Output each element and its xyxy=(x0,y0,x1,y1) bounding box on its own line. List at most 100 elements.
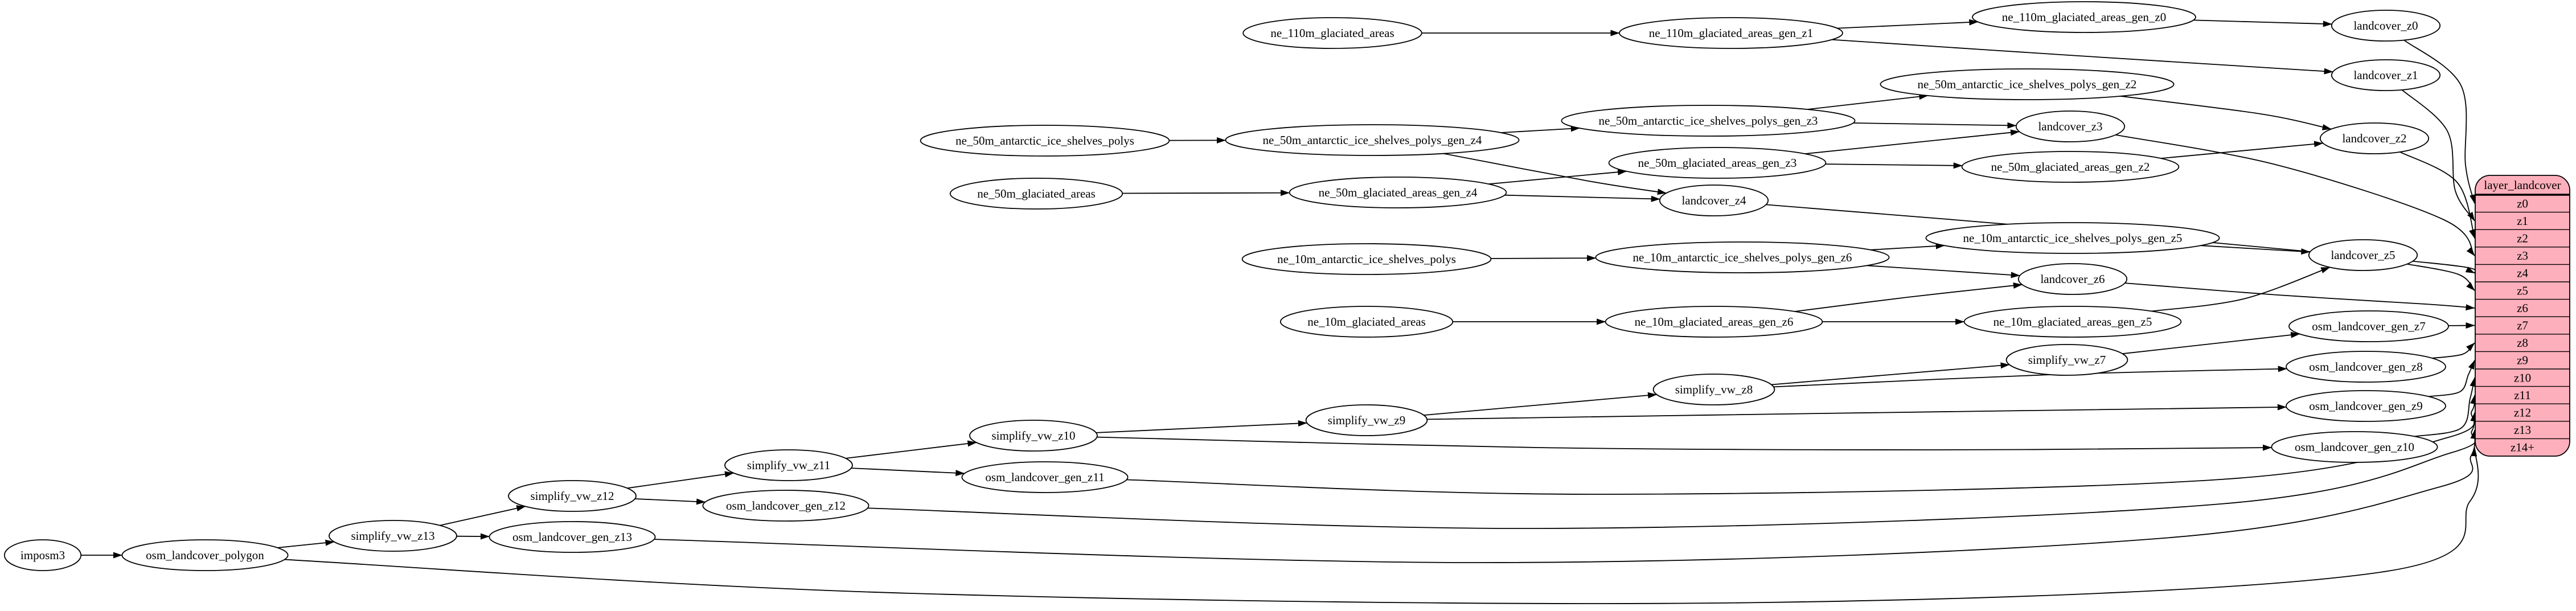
node-ellipse xyxy=(1963,306,2182,338)
edge-sv11-to-og11 xyxy=(851,468,965,477)
node-ellipse xyxy=(1561,105,1856,137)
node-osm_landcover_gen_z10: osm_landcover_gen_z10 xyxy=(2271,431,2438,463)
edge-g50g3-to-g50g2 xyxy=(1825,162,1963,169)
node-simplify_vw_z9: simplify_vw_z9 xyxy=(1305,404,1428,436)
edge-sv8-to-sv7 xyxy=(1771,362,2010,386)
edge-sv9-to-sv8 xyxy=(1424,392,1657,416)
node-ellipse xyxy=(2015,110,2126,142)
edge-s50g3-to-s50g2 xyxy=(1807,93,1929,110)
node-label: simplify_vw_z13 xyxy=(351,529,435,543)
edge-lz2-to-row-z2 xyxy=(2399,151,2475,239)
node-label: landcover_z5 xyxy=(2331,248,2395,262)
edge-sv10-to-og10 xyxy=(1097,436,2272,451)
node-label: simplify_vw_z9 xyxy=(1328,413,1406,427)
edge-s10g6-to-s10g5 xyxy=(1870,243,1945,251)
edge-s10-to-s10g6 xyxy=(1491,255,1597,261)
edge-g50g4-to-g50g3 xyxy=(1488,169,1627,185)
node-osm_landcover_gen_z12: osm_landcover_gen_z12 xyxy=(702,490,869,522)
node-landcover_z0: landcover_z0 xyxy=(2331,10,2441,42)
edge-og10-to-row-z10 xyxy=(2414,377,2476,437)
node-ellipse xyxy=(2286,390,2446,422)
edge-sv7-to-og7 xyxy=(2122,331,2300,355)
layer-row-z12: z12 xyxy=(2514,406,2531,420)
node-simplify_vw_z8: simplify_vw_z8 xyxy=(1652,374,1775,405)
node-ellipse xyxy=(1652,374,1775,405)
node-ne_10m_antarctic_ice_shelves_polys_gen_z5: ne_10m_antarctic_ice_shelves_polys_gen_z… xyxy=(1925,222,2220,254)
layer-row-z13: z13 xyxy=(2514,423,2531,437)
node-label: ne_10m_glaciated_areas xyxy=(1307,315,1426,329)
node-landcover_z2: landcover_z2 xyxy=(2319,122,2430,154)
layer-row-z2: z2 xyxy=(2517,232,2528,245)
node-ellipse xyxy=(1279,306,1454,338)
node-ellipse xyxy=(489,521,656,553)
layer-row-z14+: z14+ xyxy=(2511,441,2534,454)
node-label: ne_50m_glaciated_areas_gen_z3 xyxy=(1638,156,1797,170)
node-ne_50m_glaciated_areas_gen_z2: ne_50m_glaciated_areas_gen_z2 xyxy=(1961,151,2180,183)
node-ellipse xyxy=(2331,10,2441,42)
layer-row-z6: z6 xyxy=(2517,301,2528,315)
node-landcover_z4: landcover_z4 xyxy=(1659,184,1769,216)
node-ellipse xyxy=(3,539,82,571)
node-ellipse xyxy=(2271,431,2438,463)
node-label: landcover_z4 xyxy=(1681,194,1746,207)
node-label: osm_landcover_gen_z7 xyxy=(2312,319,2425,333)
layer-landcover-table: layer_landcoverz0z1z2z3z4z5z6z7z8z9z10z1… xyxy=(2475,175,2570,457)
node-ne_50m_glaciated_areas_gen_z3: ne_50m_glaciated_areas_gen_z3 xyxy=(1608,147,1827,179)
node-ellipse xyxy=(121,539,289,571)
node-label: ne_10m_antarctic_ice_shelves_polys xyxy=(1277,252,1456,266)
edge-og12-to-row-z12 xyxy=(867,412,2477,529)
node-label: landcover_z1 xyxy=(2353,68,2418,82)
edge-s10g5-to-lz5 xyxy=(2200,245,2311,255)
node-ellipse xyxy=(920,125,1170,157)
edge-olp-to-row-z14+ xyxy=(284,447,2479,604)
node-label: ne_50m_glaciated_areas_gen_z2 xyxy=(1991,160,2150,174)
edge-sv11-to-sv10 xyxy=(845,440,977,459)
node-label: osm_landcover_gen_z10 xyxy=(2295,440,2414,454)
edge-lz5-to-row-z5 xyxy=(2407,263,2475,291)
node-label: ne_110m_glaciated_areas_gen_z1 xyxy=(1649,26,1813,40)
table-background xyxy=(2475,175,2570,457)
node-label: ne_110m_glaciated_areas xyxy=(1270,26,1394,40)
node-label: ne_10m_glaciated_areas_gen_z6 xyxy=(1635,315,1794,329)
node-label: landcover_z2 xyxy=(2342,132,2406,145)
node-ne_10m_antarctic_ice_shelves_polys: ne_10m_antarctic_ice_shelves_polys xyxy=(1241,243,1492,275)
edge-g50g2-to-lz2 xyxy=(2160,141,2324,159)
node-label: osm_landcover_gen_z12 xyxy=(726,499,846,512)
node-osm_landcover_gen_z11: osm_landcover_gen_z11 xyxy=(961,461,1129,493)
edge-lz3-to-row-z3 xyxy=(2115,134,2475,256)
edge-n110g0-to-lz0 xyxy=(2193,19,2332,27)
node-ellipse xyxy=(949,178,1123,210)
node-ellipse xyxy=(508,480,637,512)
node-label: simplify_vw_z7 xyxy=(2028,353,2106,367)
node-label: simplify_vw_z8 xyxy=(1675,383,1753,396)
layer-row-z10: z10 xyxy=(2514,371,2531,384)
node-ne_50m_glaciated_areas_gen_z4: ne_50m_glaciated_areas_gen_z4 xyxy=(1289,177,1507,208)
node-ne_10m_glaciated_areas: ne_10m_glaciated_areas xyxy=(1279,306,1454,338)
edge-s50g4-to-lz4 xyxy=(1443,153,1667,195)
node-ne_50m_antarctic_ice_shelves_polys_gen_z2: ne_50m_antarctic_ice_shelves_polys_gen_z… xyxy=(1880,68,2175,100)
node-ellipse xyxy=(1242,17,1422,49)
node-ne_110m_glaciated_areas_gen_z0: ne_110m_glaciated_areas_gen_z0 xyxy=(1972,1,2196,33)
node-ellipse xyxy=(1972,1,2196,33)
node-ellipse xyxy=(1289,177,1507,208)
node-ellipse xyxy=(1961,151,2180,183)
node-label: osm_landcover_gen_z8 xyxy=(2309,360,2422,374)
node-label: osm_landcover_gen_z13 xyxy=(512,530,632,544)
node-ne_50m_glaciated_areas: ne_50m_glaciated_areas xyxy=(949,178,1123,210)
edge-layer xyxy=(81,19,2479,604)
node-ellipse xyxy=(2005,344,2128,376)
node-landcover_z5: landcover_z5 xyxy=(2308,239,2418,271)
node-ellipse xyxy=(1619,17,1843,49)
node-label: ne_50m_antarctic_ice_shelves_polys_gen_z… xyxy=(1263,133,1482,147)
node-ellipse xyxy=(1880,68,2175,100)
node-simplify_vw_z7: simplify_vw_z7 xyxy=(2005,344,2128,376)
layer-row-z4: z4 xyxy=(2517,266,2528,280)
node-ellipse xyxy=(724,449,853,481)
node-ellipse xyxy=(1659,184,1769,216)
node-label: landcover_z6 xyxy=(2040,272,2105,286)
node-label: ne_10m_glaciated_areas_gen_z5 xyxy=(1993,315,2152,329)
edge-s50g2-to-lz2 xyxy=(2120,95,2332,130)
node-landcover_z3: landcover_z3 xyxy=(2015,110,2126,142)
